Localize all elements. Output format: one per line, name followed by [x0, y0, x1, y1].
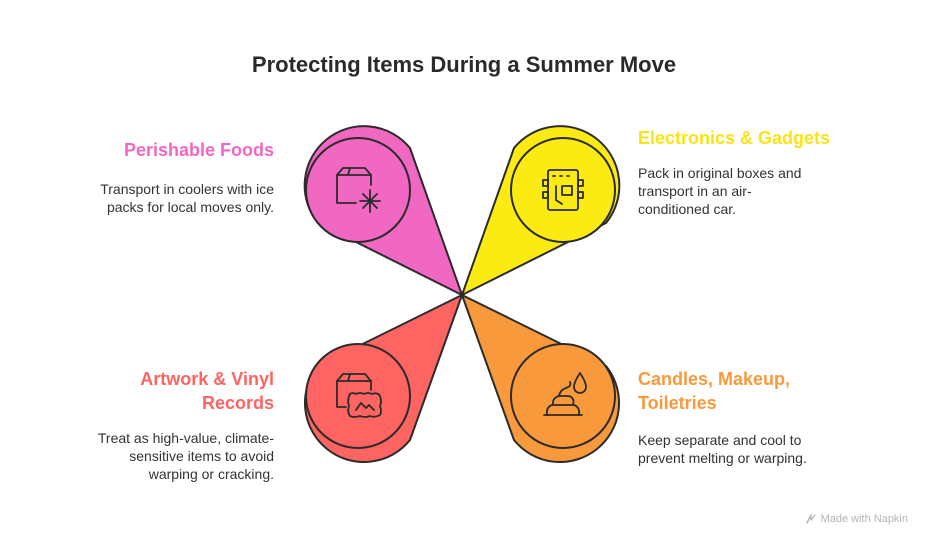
artwork-heading-line: Records [201, 393, 274, 413]
candles-desc-line: Keep separate and cool to [638, 432, 802, 448]
petal-artwork [303, 294, 463, 464]
napkin-watermark[interactable]: Made with Napkin [805, 513, 908, 525]
page-title: Protecting Items During a Summer Move [251, 52, 677, 77]
electronics-desc-line: conditioned car. [638, 201, 737, 217]
perishable-foods-description: Transport in coolers with ice packs for … [100, 180, 274, 216]
electronics-heading: Electronics & Gadgets [638, 128, 831, 148]
watermark-text: Made with Napkin [820, 513, 908, 525]
circuit-chip-icon [542, 169, 584, 211]
candles-description: Keep separate and cool to prevent meltin… [638, 431, 807, 467]
candle-cream-icon [543, 372, 587, 416]
artwork-description: Treat as high-value, climate- sensitive … [98, 429, 274, 483]
napkin-logo-icon [805, 514, 816, 524]
candles-heading: Candles, Makeup, Toiletries [638, 367, 790, 415]
petal-candles [461, 294, 621, 464]
electronics-description: Pack in original boxes and transport in … [638, 164, 801, 218]
electronics-desc-line: Pack in original boxes and [638, 165, 802, 181]
artwork-heading-line: Artwork & Vinyl [140, 369, 274, 389]
petal-electronics [461, 125, 621, 296]
artwork-desc-line: Treat as high-value, climate- [97, 430, 274, 446]
electronics-desc-line: transport in an air- [638, 183, 752, 199]
box-snowflake-icon [336, 167, 381, 213]
petal-perishable-foods [303, 125, 463, 296]
artwork-desc-line: warping or cracking. [148, 466, 274, 482]
artwork-heading: Artwork & Vinyl Records [140, 367, 274, 415]
artwork-desc-line: sensitive items to avoid [129, 448, 274, 464]
box-artwork-icon [336, 373, 382, 418]
candles-desc-line: prevent melting or warping. [638, 450, 807, 466]
perishable-foods-desc-line: Transport in coolers with ice [100, 181, 274, 197]
candles-heading-line: Candles, Makeup, [638, 369, 791, 389]
perishable-foods-desc-line: packs for local moves only. [106, 199, 274, 215]
perishable-foods-heading: Perishable Foods [123, 140, 274, 160]
candles-heading-line: Toiletries [638, 393, 717, 413]
